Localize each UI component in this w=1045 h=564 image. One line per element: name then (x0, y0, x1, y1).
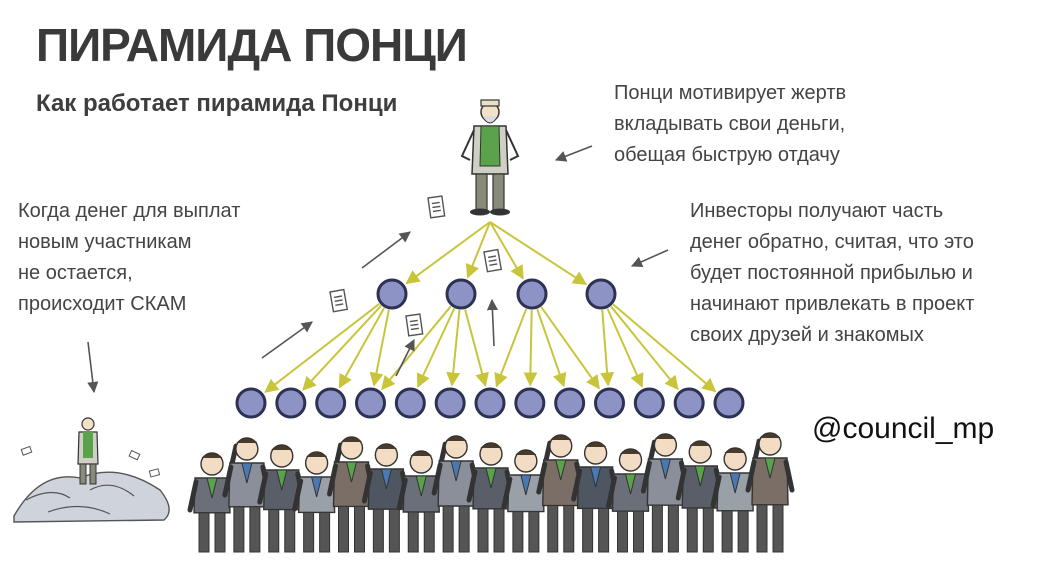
flow-arrow-mid-to-bottom (536, 308, 567, 388)
flow-arrow-mid-to-bottom (610, 305, 679, 391)
crowd-person (675, 440, 725, 553)
crowd-person (536, 434, 586, 553)
flow-arrow-mid-to-bottom (606, 308, 644, 388)
flow-arrow-top-to-mid (489, 221, 524, 280)
pyramid-node-level-2 (445, 278, 477, 310)
flow-arrow-mid-to-bottom (600, 309, 615, 387)
arrow-money-up-3 (395, 338, 415, 377)
note-line: новым участникам (18, 231, 192, 253)
banknote-icon (483, 248, 503, 273)
crowd-person (466, 442, 516, 553)
collapsed-pile-icon (13, 417, 170, 523)
arrow-money-up-4 (486, 298, 499, 347)
crowd-person (396, 441, 448, 553)
banknote-icon (405, 313, 424, 337)
crowd-person (640, 433, 690, 553)
note-line: будет постоянной прибылью и (690, 262, 973, 284)
arrow-money-up-1 (361, 231, 411, 269)
note-line: своих друзей и знакомых (690, 324, 924, 346)
arrow-money-up-2 (261, 321, 313, 359)
banknote-icon (329, 288, 349, 313)
pyramid-node-level-3 (235, 387, 267, 419)
note-line: Понци мотивирует жертв (614, 82, 847, 104)
crowd-person (745, 432, 795, 553)
pyramid-node-level-2 (376, 278, 408, 310)
flow-arrow-mid-to-bottom (369, 309, 390, 387)
flow-arrow-mid-to-bottom (302, 305, 382, 391)
pyramid-node-level-3 (315, 387, 347, 419)
note-line: не остается, (18, 262, 133, 284)
page-title: ПИРАМИДА ПОНЦИ (36, 19, 468, 71)
crowd-person (327, 436, 376, 553)
note-line: вкладывать свои деньги, (614, 113, 846, 135)
arrow-to-scam (87, 341, 99, 394)
flow-arrow-mid-to-bottom (416, 308, 456, 388)
pyramid-node-level-3 (633, 387, 665, 419)
arrow-to-top-note (554, 145, 593, 162)
crowd-person (222, 437, 272, 553)
flow-arrow-mid-to-bottom (540, 306, 600, 390)
page-subtitle: Как работает пирамида Понци (36, 90, 398, 117)
pyramid-node-level-2 (585, 278, 617, 310)
flow-arrow-mid-to-bottom (381, 305, 452, 391)
pyramid-node-level-3 (554, 387, 586, 419)
pyramid-node-level-3 (594, 387, 625, 419)
crowd-icon (187, 432, 795, 553)
flow-arrow-top-to-mid (489, 221, 588, 286)
flow-arrow-mid-to-bottom (338, 307, 386, 389)
flow-arrows (264, 221, 717, 393)
pencil-arrows (87, 145, 669, 394)
crowd-person (710, 438, 762, 553)
pyramid-node-level-3 (394, 387, 426, 419)
note-line: начинают привлекать в проект (690, 293, 975, 315)
arrow-to-right-note (630, 249, 669, 268)
note-scam: Когда денег для выплат новым участникам … (18, 196, 240, 320)
flow-arrow-mid-to-bottom (464, 309, 489, 387)
note-ponzi-motivates: Понци мотивирует жертв вкладывать свои д… (614, 78, 846, 171)
flow-arrow-mid-to-bottom (523, 309, 538, 387)
pyramid-node-level-3 (434, 387, 466, 419)
money-notes (329, 195, 503, 337)
pyramid-nodes (235, 278, 745, 419)
flow-arrow-top-to-mid (465, 221, 491, 279)
note-line: денег обратно, считая, что это (690, 231, 974, 253)
pyramid-node-level-3 (713, 387, 745, 419)
flow-arrow-mid-to-bottom (446, 309, 461, 387)
pyramid-node-level-3 (355, 387, 386, 419)
flow-arrow-mid-to-bottom (612, 303, 717, 393)
note-line: Когда денег для выплат (18, 200, 241, 222)
pyramid-node-level-3 (474, 387, 506, 419)
banknote-icon (427, 195, 446, 219)
ponzi-figure-icon (460, 99, 520, 216)
flow-arrow-mid-to-bottom (494, 308, 528, 388)
crowd-person (571, 441, 621, 553)
note-line: обещая быструю отдачу (614, 144, 840, 166)
pyramid-node-level-2 (516, 278, 548, 310)
channel-handle: @council_mp (812, 412, 995, 445)
note-line: происходит СКАМ (18, 293, 187, 315)
note-investors: Инвесторы получают часть денег обратно, … (690, 196, 974, 351)
flow-arrow-top-to-mid (405, 221, 491, 285)
pyramid-node-level-3 (514, 387, 546, 419)
pyramid-node-level-3 (275, 387, 307, 419)
flow-arrow-mid-to-bottom (264, 302, 380, 393)
note-line: Инвесторы получают часть (690, 200, 944, 222)
pyramid-node-level-3 (673, 387, 705, 419)
